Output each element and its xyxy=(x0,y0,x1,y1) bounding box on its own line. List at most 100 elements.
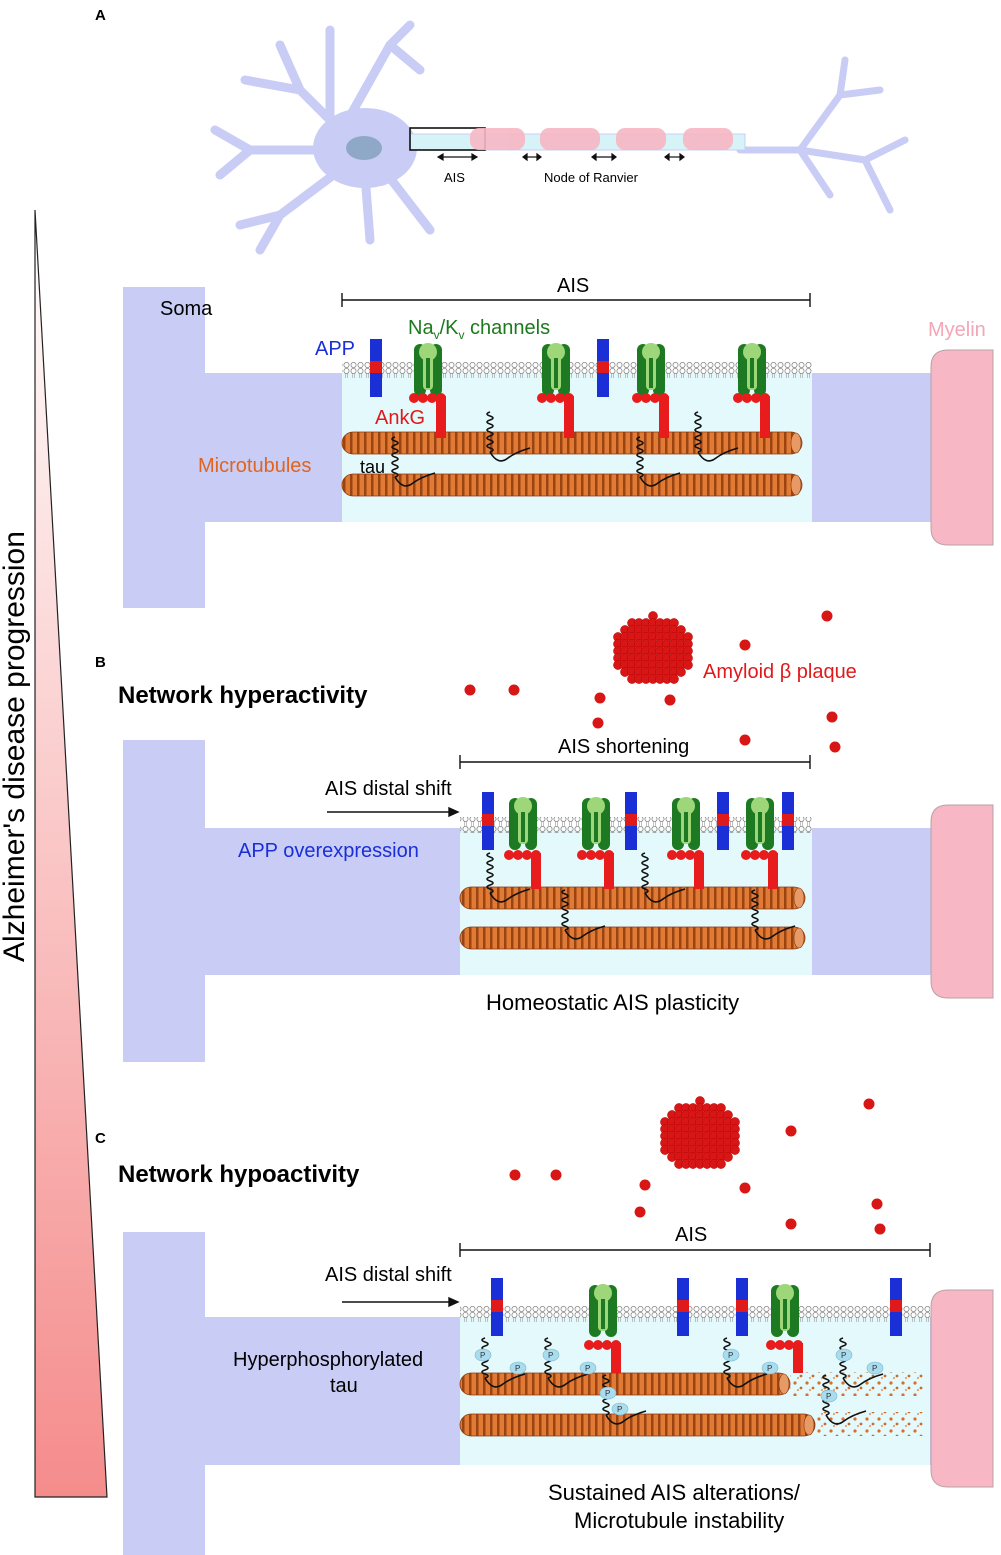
ankyrin-g xyxy=(584,1340,621,1373)
microtubule xyxy=(459,1372,791,1396)
app-protein xyxy=(677,1278,689,1336)
app-protein xyxy=(890,1278,902,1336)
myelin-c xyxy=(930,1289,994,1488)
ankyrin-g xyxy=(537,393,574,438)
shift-label-b: AIS distal shift xyxy=(325,778,452,800)
app-protein xyxy=(491,1278,503,1336)
app-protein xyxy=(625,792,637,850)
app-protein xyxy=(370,339,382,397)
nucleus xyxy=(346,136,382,160)
phosphate-group: P xyxy=(611,1402,629,1416)
ion-channel xyxy=(414,343,442,396)
amyloid-plaque-b xyxy=(464,610,841,753)
svg-text:P: P xyxy=(548,1351,553,1360)
svg-text:P: P xyxy=(480,1351,485,1360)
panel-b-letter: B xyxy=(95,654,106,671)
phosphate-group: P xyxy=(835,1348,853,1362)
app-label: APP xyxy=(315,338,355,360)
amyloid-monomer xyxy=(464,684,476,696)
amyloid-monomer xyxy=(739,639,751,651)
soma-b xyxy=(123,740,460,1062)
ion-channel xyxy=(589,1284,617,1337)
ais-small-label: AIS xyxy=(444,170,465,185)
axon-a-right xyxy=(810,373,935,522)
node-arrows xyxy=(436,152,685,162)
ion-channel xyxy=(582,797,610,850)
amyloid-monomer xyxy=(785,1218,797,1230)
ankyrin-g xyxy=(409,393,446,438)
microtubules-c xyxy=(459,1372,925,1437)
svg-text:P: P xyxy=(728,1351,733,1360)
amyloid-monomer xyxy=(826,711,838,723)
soma-c xyxy=(123,1232,460,1555)
axon-b-right xyxy=(810,828,935,975)
phosphate-group: P xyxy=(722,1348,740,1362)
microtubule xyxy=(341,473,803,497)
amyloid-monomer xyxy=(550,1169,562,1181)
microtubules-b xyxy=(459,886,806,950)
channels-label: Nav/Kv channels xyxy=(408,317,550,342)
membrane-a xyxy=(342,362,812,378)
proteins-a xyxy=(370,339,770,487)
ais-shortening-label: AIS shortening xyxy=(558,736,689,758)
ankyrin-g xyxy=(504,850,541,889)
amyloid-monomer xyxy=(634,1206,646,1218)
shift-label-c: AIS distal shift xyxy=(325,1264,452,1286)
svg-text:P: P xyxy=(841,1351,846,1360)
amyloid-monomer xyxy=(739,1182,751,1194)
ais-label-a: AIS xyxy=(557,275,589,297)
amyloid-monomer xyxy=(592,717,604,729)
app-protein xyxy=(482,792,494,850)
app-protein xyxy=(782,792,794,850)
amyloid-monomer xyxy=(594,692,606,704)
amyloid-plaque xyxy=(613,611,693,684)
hyperphosphorylated-label: Hyperphosphorylated xyxy=(233,1349,423,1371)
amyloid-monomer xyxy=(863,1098,875,1110)
phosphate-group: P xyxy=(599,1386,617,1400)
svg-text:P: P xyxy=(585,1364,590,1373)
ais-bracket-c xyxy=(459,1243,931,1257)
caption-c-line1: Sustained AIS alterations/ xyxy=(548,1480,801,1505)
ais-bracket-a xyxy=(341,293,811,307)
ankyrin-g xyxy=(632,393,669,438)
panel-b: B Network hyperactivity Amyloid β plaque… xyxy=(95,610,994,1062)
tau-protein xyxy=(636,436,681,487)
microtubule-fragments xyxy=(815,1412,925,1436)
ankyrin-g xyxy=(741,850,778,889)
membrane-c xyxy=(460,1306,930,1322)
tau-protein xyxy=(751,889,796,940)
ion-channel xyxy=(771,1284,799,1337)
amyloid-monomer xyxy=(821,610,833,622)
neuron-illustration xyxy=(210,20,909,255)
amyloid-monomer xyxy=(829,741,841,753)
progression-label: Alzheimer's disease progression xyxy=(0,531,31,962)
microtubule xyxy=(459,926,806,950)
ion-channel xyxy=(509,797,537,850)
amyloid-plaque-c xyxy=(509,1096,886,1235)
tau-protein xyxy=(694,411,739,462)
caption-c-line2: Microtubule instability xyxy=(574,1508,784,1533)
progression-triangle xyxy=(34,209,108,1498)
microtubules-a xyxy=(341,431,803,497)
panel-c: C Network hypoactivity AIS AIS distal sh… xyxy=(95,1096,994,1555)
ais-bracket-b xyxy=(459,755,811,769)
ankyrin-g xyxy=(766,1340,803,1373)
svg-text:P: P xyxy=(767,1364,772,1373)
svg-text:P: P xyxy=(826,1392,831,1401)
phosphate-group: P xyxy=(820,1389,838,1403)
amyloid-monomer xyxy=(874,1223,886,1235)
ais-label-c: AIS xyxy=(675,1224,707,1246)
amyloid-label: Amyloid β plaque xyxy=(703,661,857,683)
tau-protein xyxy=(561,889,606,940)
phosphate-group: P xyxy=(474,1348,492,1362)
ion-channel xyxy=(672,797,700,850)
panel-c-title: Network hypoactivity xyxy=(118,1161,360,1188)
svg-text:P: P xyxy=(872,1364,877,1373)
app-protein xyxy=(717,792,729,850)
panel-a-letter: A xyxy=(95,7,106,24)
microtubule-fragments xyxy=(790,1372,925,1396)
amyloid-monomer xyxy=(639,1179,651,1191)
app-protein xyxy=(736,1278,748,1336)
amyloid-monomer xyxy=(664,694,676,706)
